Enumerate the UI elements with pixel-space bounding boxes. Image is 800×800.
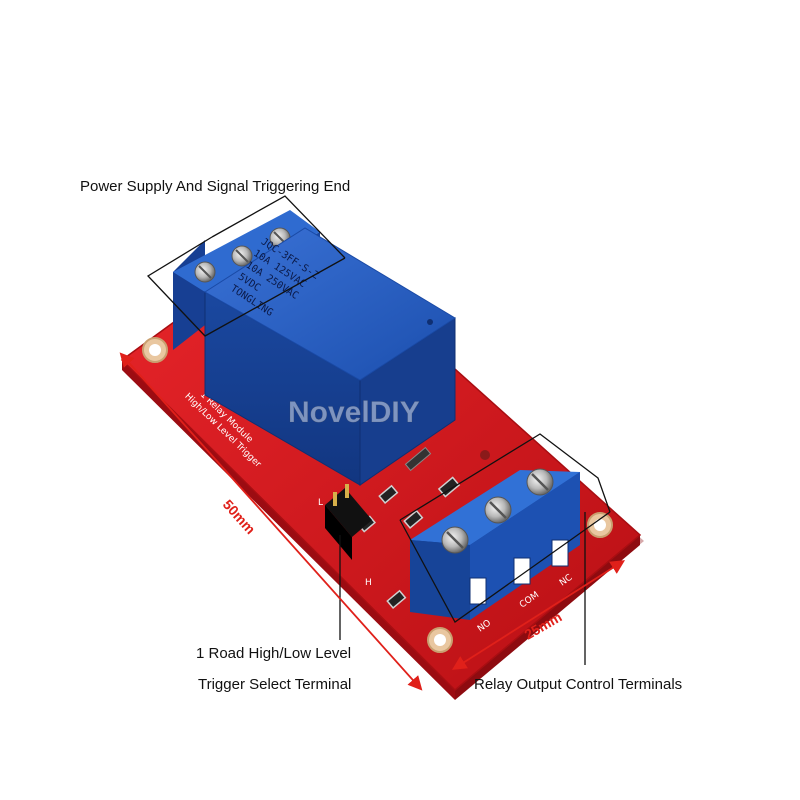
watermark: NovelDIY bbox=[288, 396, 420, 429]
jumper-high-label: H bbox=[365, 578, 372, 588]
output-screws bbox=[441, 468, 554, 554]
power-supply-label: Power Supply And Signal Triggering End bbox=[80, 178, 351, 195]
power-callout-bracket bbox=[146, 195, 346, 337]
relay-output-label: Relay Output Control Terminals bbox=[474, 676, 683, 693]
trigger-select-label-line1: 1 Road High/Low Level bbox=[196, 645, 352, 662]
jumper-low-label: L bbox=[318, 498, 323, 508]
mounting-holes bbox=[142, 337, 613, 653]
trigger-select-label-line2: Trigger Select Terminal bbox=[198, 676, 352, 693]
